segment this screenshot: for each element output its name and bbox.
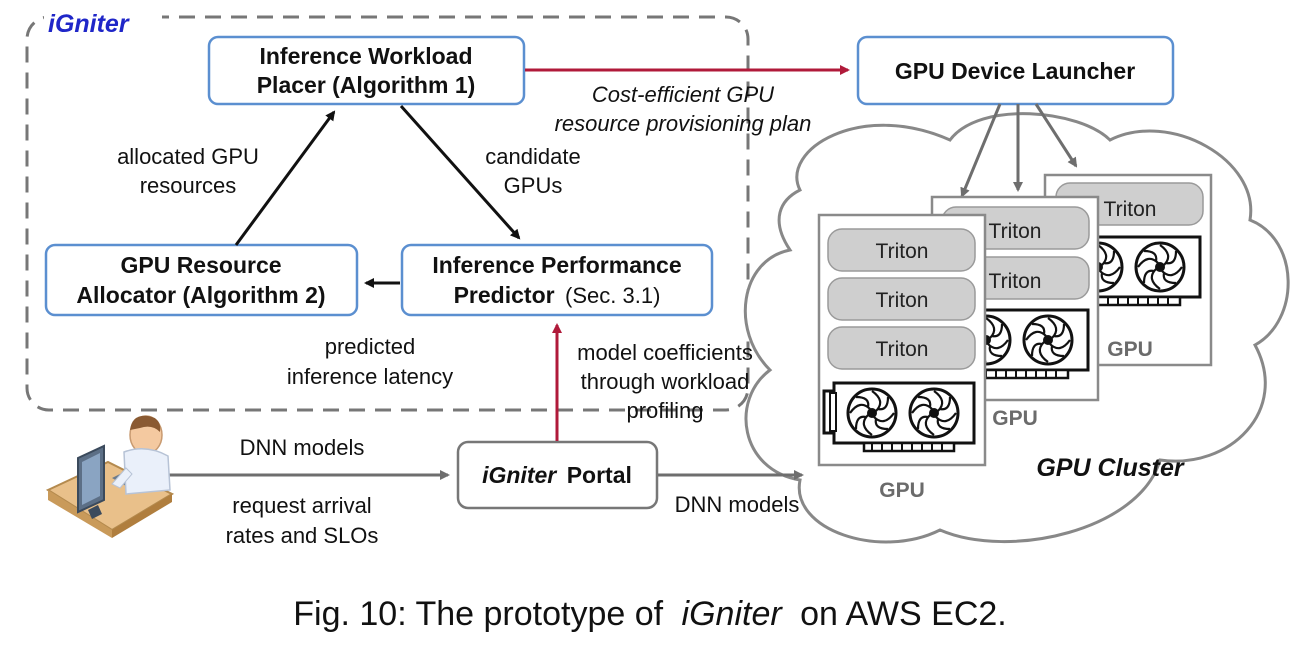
inference-workload-placer-box: Inference Workload Placer (Algorithm 1) (207, 35, 526, 106)
gpu-cluster-label: GPU Cluster (1036, 454, 1185, 482)
label-allocated-line1: allocated GPU (117, 144, 259, 169)
launcher-title: GPU Device Launcher (895, 58, 1135, 84)
arrow-placer-to-predictor (399, 105, 521, 240)
triton-pill (827, 228, 976, 272)
label-coefficients-line1: model coefficients (577, 340, 753, 365)
gpu-card-icon (822, 381, 976, 453)
triton-label: Triton (989, 220, 1042, 243)
label-rates-line1: request arrival (232, 493, 371, 518)
gpu-label: GPU (879, 479, 925, 502)
label-plan-line2: resource provisioning plan (555, 111, 812, 136)
predictor-title-line1: Inference Performance (432, 252, 681, 278)
igniter-portal-box: iGniter Portal (456, 440, 659, 510)
arrow-launcher-to-gpu3 (1034, 103, 1078, 168)
label-predicted-line2: inference latency (287, 364, 453, 389)
triton-pill (827, 326, 976, 370)
label-user-dnn-models: DNN models (240, 435, 365, 460)
triton-label: Triton (876, 289, 929, 312)
inference-performance-predictor-box: Inference Performance Predictor (Sec. 3.… (400, 243, 714, 317)
portal-title: iGniter Portal (482, 462, 632, 488)
user-at-computer-icon (45, 415, 175, 538)
label-coefficients-line3: profiling (626, 398, 703, 423)
triton-pill (827, 277, 976, 321)
triton-label: Triton (989, 270, 1042, 293)
label-allocated-line2: resources (140, 173, 237, 198)
label-plan-line1: Cost-efficient GPU (592, 82, 774, 107)
label-predicted-line1: predicted (325, 334, 416, 359)
predictor-title-line2: Predictor (Sec. 3.1) (454, 282, 661, 308)
gpu-label: GPU (1107, 338, 1153, 361)
triton-label: Triton (876, 240, 929, 263)
triton-label: Triton (1104, 198, 1157, 221)
label-candidate-line2: GPUs (504, 173, 563, 198)
gpu-resource-allocator-box: GPU Resource Allocator (Algorithm 2) (44, 243, 359, 317)
allocator-title-line2: Allocator (Algorithm 2) (76, 282, 325, 308)
allocator-title-line1: GPU Resource (120, 252, 281, 278)
label-portal-dnn-models: DNN models (675, 492, 800, 517)
gpu-node-1: Triton Triton Triton GPU (817, 213, 987, 502)
igniter-dashed-region (25, 15, 750, 412)
gpu-device-launcher-box: GPU Device Launcher (856, 35, 1175, 106)
triton-label: Triton (876, 338, 929, 361)
brand-label-bg (44, 6, 162, 36)
label-rates-line2: rates and SLOs (226, 523, 379, 548)
figure-caption: Fig. 10: The prototype of iGniter on AWS… (293, 595, 1006, 633)
placer-title-line2: Placer (Algorithm 1) (257, 72, 476, 98)
igniter-brand-label: iGniter (48, 10, 130, 38)
arrow-launcher-to-gpu1 (960, 103, 1002, 198)
label-candidate-line1: candidate (485, 144, 580, 169)
label-coefficients-line2: through workload (581, 369, 750, 394)
arrow-allocator-to-placer (234, 110, 336, 246)
gpu-label: GPU (992, 407, 1038, 430)
placer-title-line1: Inference Workload (259, 43, 472, 69)
